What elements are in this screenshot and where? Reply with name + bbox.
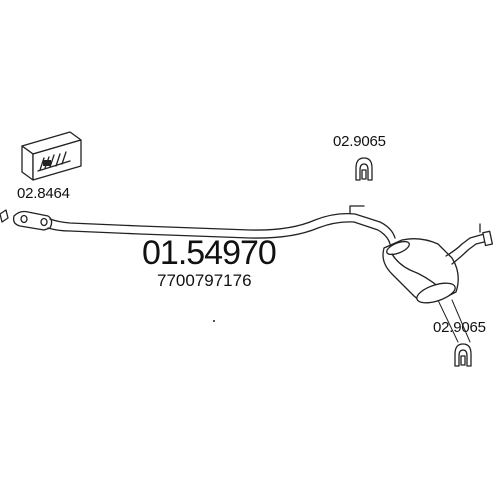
dot-mark [213, 320, 215, 322]
hanger-part-number: 02.9065 [433, 319, 486, 336]
leader-line [435, 295, 471, 343]
oem-number: 7700797176 [157, 271, 252, 290]
main-part-number: 01.54970 [142, 234, 277, 272]
front-flange [0, 209, 53, 231]
hanger-part-number: 02.9065 [333, 133, 386, 150]
rubber-hanger-icon [355, 157, 373, 181]
rubber-hanger-icon [454, 343, 472, 367]
tail-pipe [445, 223, 494, 265]
gasket-part-number: 02.8464 [17, 185, 70, 202]
exhaust-pipe [47, 205, 396, 245]
gasket-box-icon [21, 131, 82, 181]
rear-silencer [382, 238, 459, 304]
